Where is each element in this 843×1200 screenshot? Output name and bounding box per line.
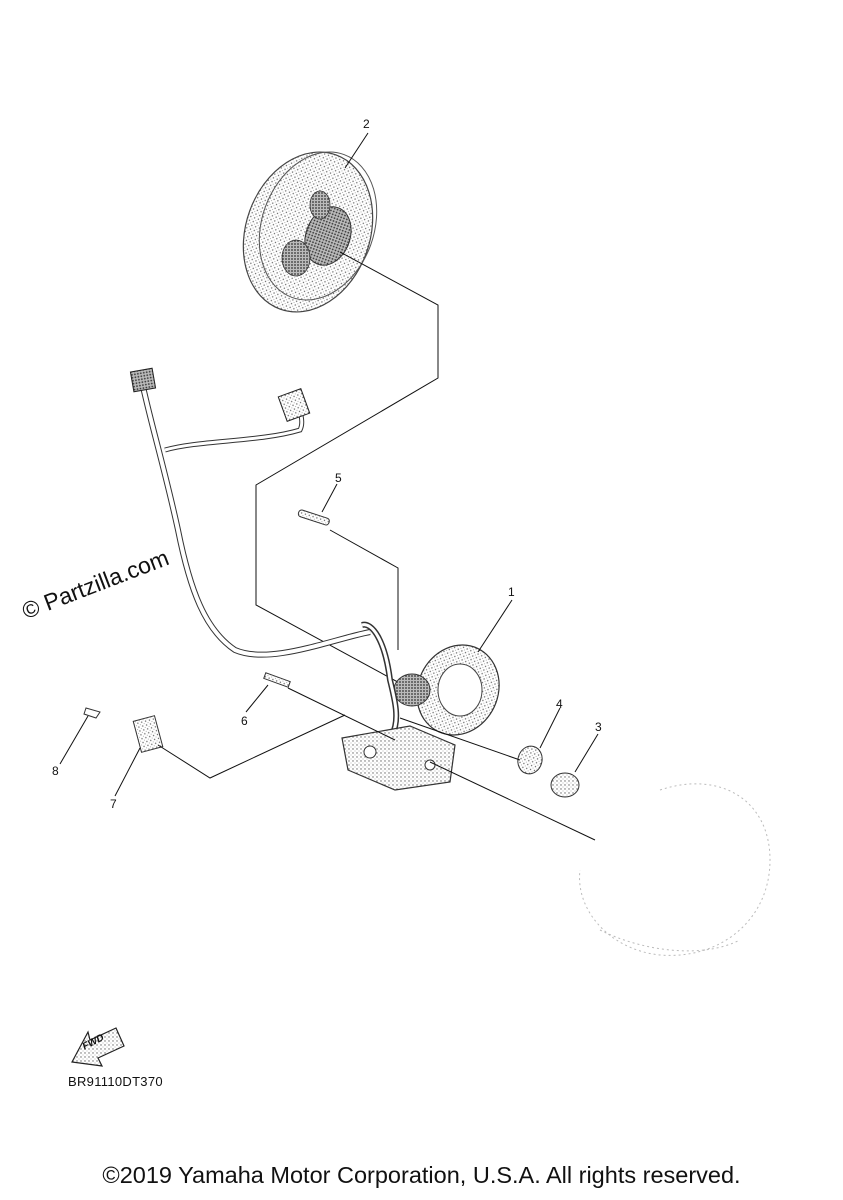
leader-line-8	[59, 715, 89, 765]
pickup-coil-plate	[341, 725, 456, 791]
assembly-line-bolt-6	[287, 687, 396, 741]
screw-8	[83, 707, 101, 719]
assembly-line-key	[329, 529, 399, 650]
leader-line-5	[321, 483, 338, 513]
wire-harness	[129, 367, 371, 658]
clamp-7	[132, 715, 164, 753]
bolt-6	[263, 672, 291, 688]
assembly-line-rotor	[255, 251, 439, 694]
assembly-line-clamp	[157, 714, 346, 779]
leader-line-1	[477, 599, 513, 653]
diagram-code: BR91110DT370	[68, 1074, 163, 1089]
callout-6: 6	[241, 714, 248, 728]
leader-line-2	[344, 132, 369, 169]
leader-line-3	[574, 733, 599, 773]
leader-line-7	[114, 747, 141, 797]
copyright-notice: ©2019 Yamaha Motor Corporation, U.S.A. A…	[102, 1162, 741, 1188]
callout-4: 4	[556, 697, 563, 711]
callout-8: 8	[52, 764, 59, 778]
fwd-arrow-icon	[71, 1027, 125, 1067]
crankcase-outline	[579, 783, 771, 956]
callout-3: 3	[595, 720, 602, 734]
leader-line-6	[245, 684, 269, 713]
leader-line-4	[539, 707, 561, 749]
callout-1: 1	[508, 585, 515, 599]
grommet-4	[517, 745, 543, 775]
flywheel-rotor	[242, 151, 378, 313]
callout-2: 2	[363, 117, 370, 131]
assembly-line-cover	[429, 761, 596, 841]
callout-5: 5	[335, 471, 342, 485]
plug-3	[550, 772, 580, 798]
callout-7: 7	[110, 797, 117, 811]
assembly-line-stator	[399, 717, 521, 761]
woodruff-key	[297, 509, 330, 526]
